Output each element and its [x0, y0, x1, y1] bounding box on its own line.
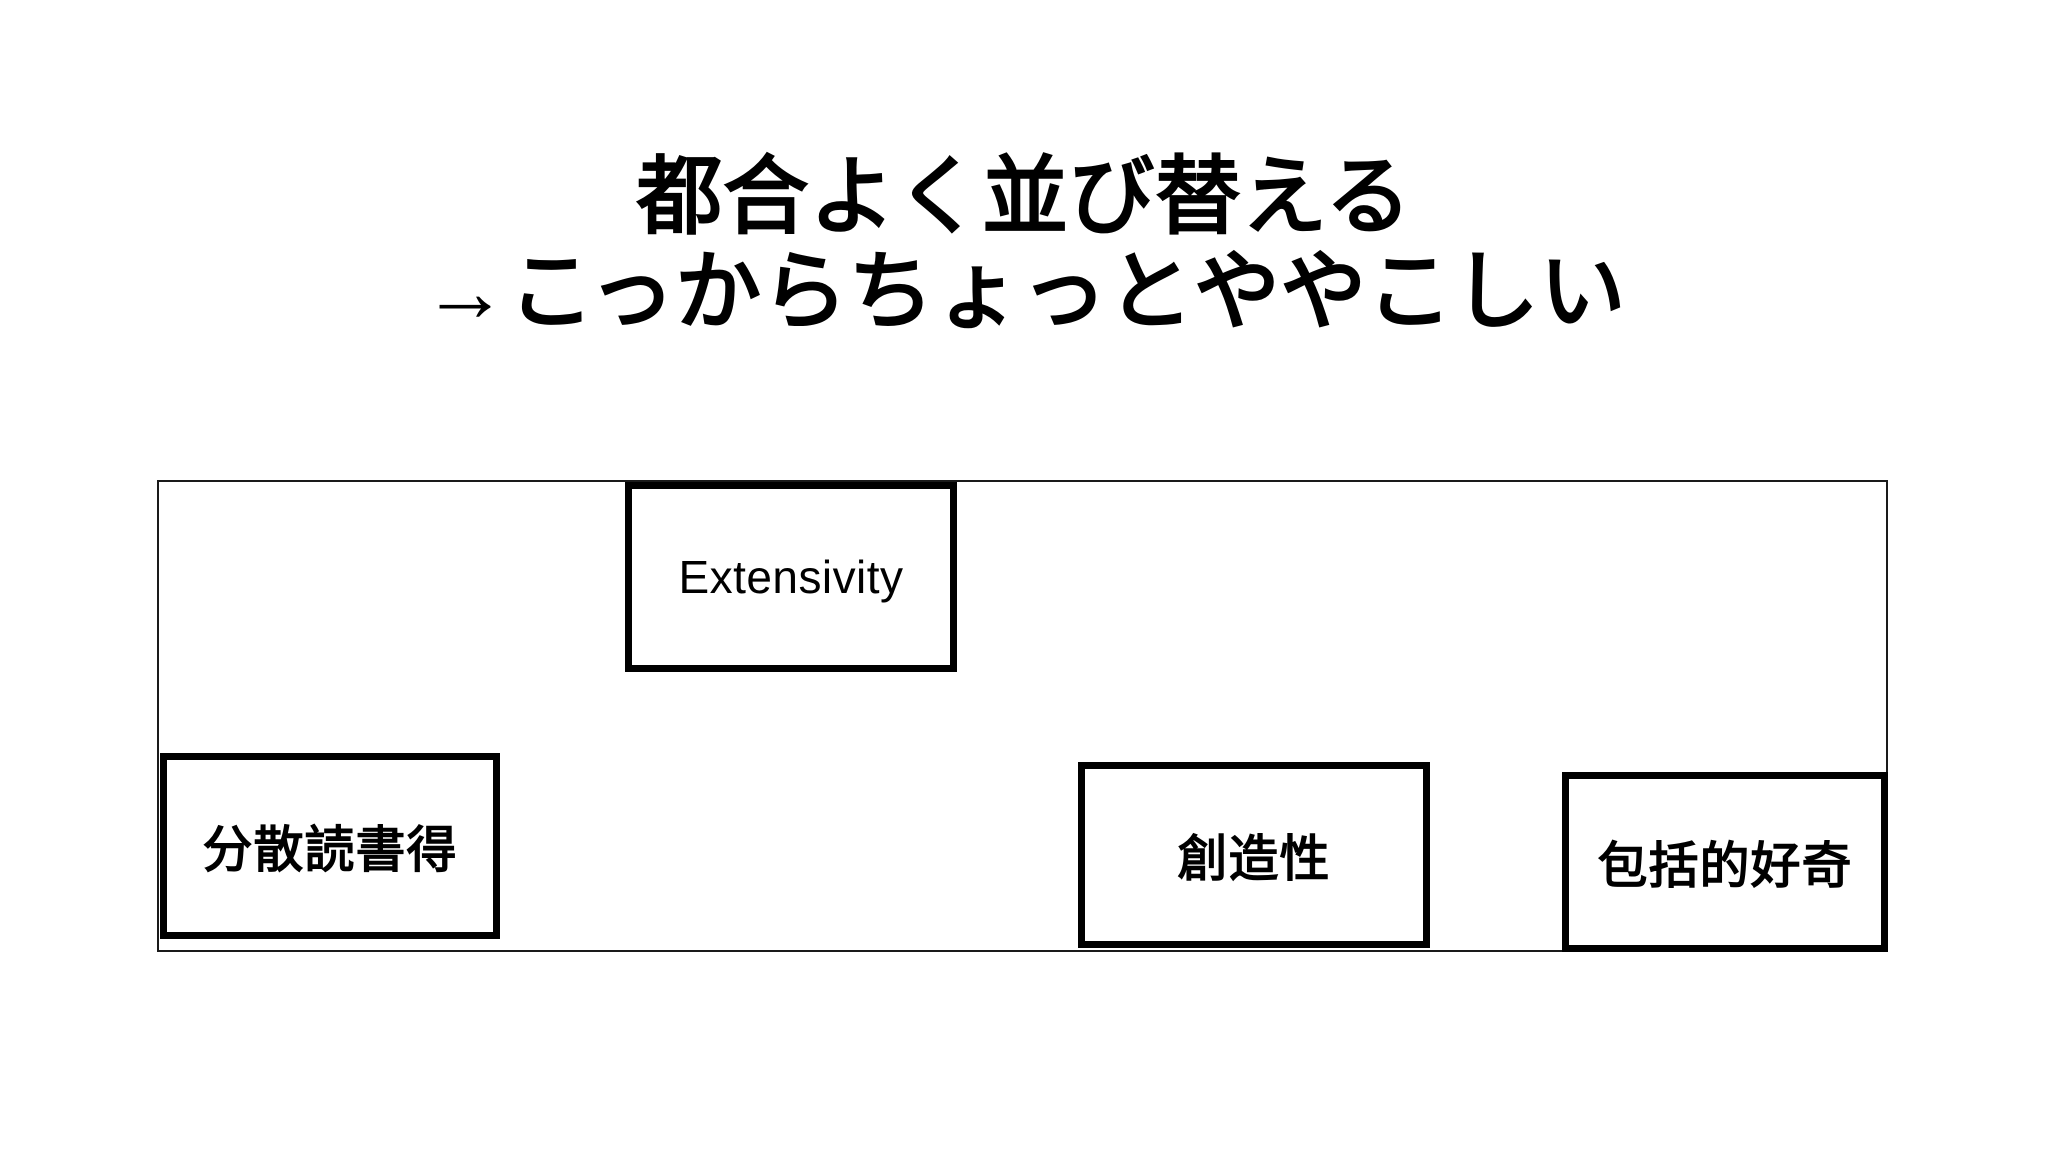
node-bunsan-dokusho-toku-label: 分散読書得: [202, 822, 458, 878]
node-houkatsuteki-kouki-label: 包括的好奇: [1597, 838, 1853, 894]
slide-title: 都合よく並び替える →こっからちょっとややこしい: [0, 150, 2048, 339]
node-houkatsuteki-kouki[interactable]: 包括的好奇: [1562, 772, 1888, 952]
node-bunsan-dokusho-toku[interactable]: 分散読書得: [160, 753, 500, 939]
title-line-1: 都合よく並び替える: [636, 149, 1412, 245]
node-souzousei[interactable]: 創造性: [1078, 762, 1430, 948]
node-extensivity[interactable]: Extensivity: [625, 482, 957, 672]
node-souzousei-label: 創造性: [1177, 831, 1331, 887]
node-extensivity-label: Extensivity: [678, 551, 904, 603]
diagram-frame: [157, 480, 1888, 952]
title-line-2: →こっからちょっとややこしい: [422, 243, 1626, 340]
